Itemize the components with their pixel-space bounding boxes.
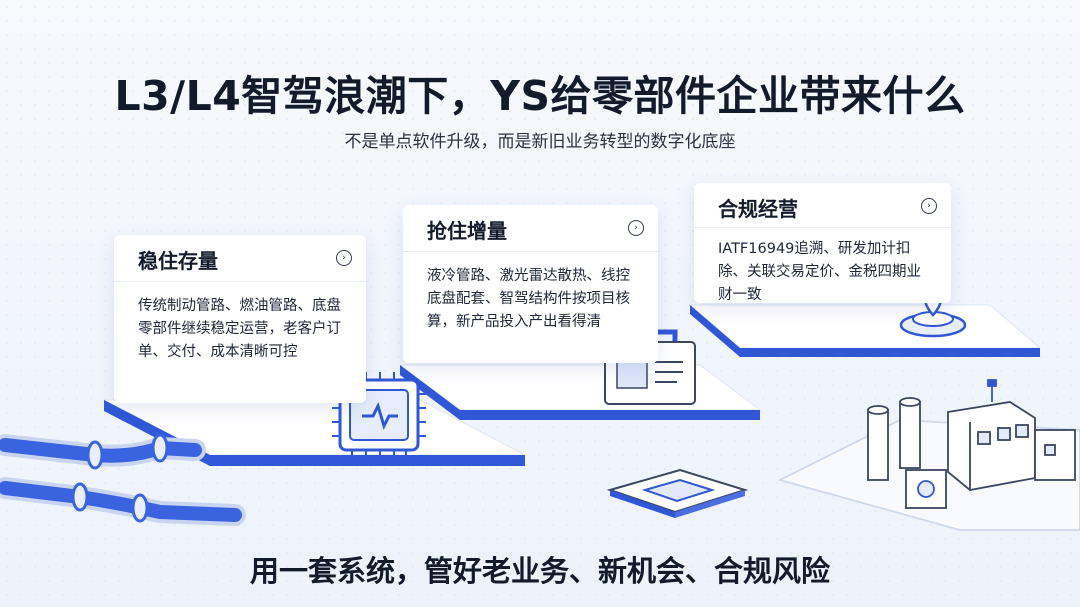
circuit-board-icon bbox=[606, 468, 749, 518]
factory-illustration bbox=[777, 379, 1080, 531]
chevron-right-icon[interactable]: › bbox=[336, 250, 352, 266]
page-subtitle: 不是单点软件升级，而是新旧业务转型的数字化底座 bbox=[344, 132, 736, 152]
card-header: 稳住存量 › bbox=[114, 235, 366, 282]
platform-3 bbox=[688, 304, 1042, 357]
card-compliance[interactable]: 合规经营 › IATF16949追溯、研发加计扣除、关联交易定价、金税四期业财一… bbox=[694, 183, 951, 303]
pipes-illustration bbox=[0, 433, 246, 526]
footer-slogan: 用一套系统，管好老业务、新机会、合规风险 bbox=[249, 554, 830, 588]
card-header: 合规经营 › bbox=[694, 183, 951, 228]
card-description: IATF16949追溯、研发加计扣除、关联交易定价、金税四期业财一致 bbox=[718, 241, 921, 303]
card-header: 抢住增量 › bbox=[403, 205, 658, 252]
card-title: 合规经营 bbox=[718, 197, 798, 221]
platform-2 bbox=[398, 364, 762, 420]
page-title: L3/L4智驾浪潮下，YS给零部件企业带来什么 bbox=[114, 72, 966, 120]
chevron-right-icon[interactable]: › bbox=[921, 198, 937, 214]
card-capture-growth[interactable]: 抢住增量 › 液冷管路、激光雷达散热、线控底盘配套、智驾结构件按项目核算，新产品… bbox=[403, 205, 658, 363]
card-description: 传统制动管路、燃油管路、底盘零部件继续稳定运营，老客户订单、交付、成本清晰可控 bbox=[138, 298, 341, 360]
card-title: 稳住存量 bbox=[138, 249, 218, 273]
card-description: 液冷管路、激光雷达散热、线控底盘配套、智驾结构件按项目核算，新产品投入产出看得清 bbox=[427, 268, 630, 330]
card-stabilize-existing[interactable]: 稳住存量 › 传统制动管路、燃油管路、底盘零部件继续稳定运营，老客户订单、交付、… bbox=[114, 235, 366, 403]
card-title: 抢住增量 bbox=[427, 219, 507, 243]
chevron-right-icon[interactable]: › bbox=[628, 220, 644, 236]
